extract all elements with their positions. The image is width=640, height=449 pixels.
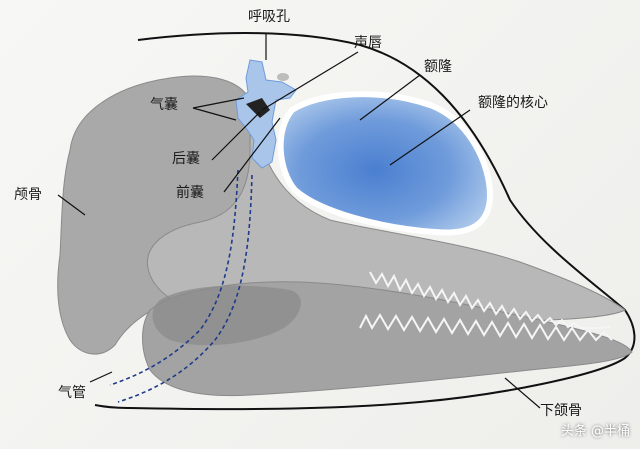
leader-posterior-sac [211,111,261,161]
trachea-line-left [109,169,239,386]
label-posterior-sac: 后囊 [172,151,200,167]
label-melon: 额隆 [424,59,452,75]
leader-air-sac-1 [192,97,245,109]
leader-melon-core [389,109,471,166]
leader-cranium [57,194,86,216]
trachea-line-right [117,174,253,403]
label-trachea: 气管 [58,385,86,401]
lower-teeth [359,313,613,342]
label-blowhole: 呼吸孔 [248,9,290,25]
melon-shape [277,91,494,236]
phonic-lips-shape [246,98,270,118]
label-anterior-sac: 前囊 [176,185,204,201]
blowhole-shape [277,73,289,81]
label-lower-jaw: 下颌骨 [540,403,582,419]
jaw-joint-shadow [152,285,301,346]
label-melon-core: 额隆的核心 [478,95,548,111]
head-outline [94,32,636,411]
label-cranium: 颅骨 [14,187,42,203]
leader-air-sac-2 [192,107,237,121]
leader-trachea [89,371,113,383]
label-phonic-lips: 声唇 [354,35,382,51]
leader-melon [359,74,421,121]
leader-anterior-sac [223,117,281,193]
upper-teeth [369,271,611,329]
leader-lower-jaw [504,377,541,409]
leader-phonic-lips [261,51,359,111]
label-air-sacs: 气囊 [150,97,178,113]
watermark: 头条 @半桶 [560,424,630,439]
